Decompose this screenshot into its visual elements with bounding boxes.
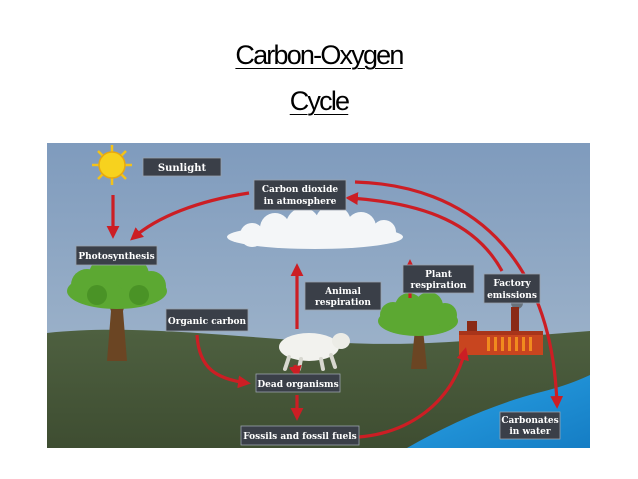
svg-text:Photosynthesis: Photosynthesis [78,252,154,262]
factory-icon [459,288,543,355]
tree-right-icon [378,292,458,369]
svg-text:Carbon dioxide: Carbon dioxide [262,185,339,195]
arrow-organic-to-dead [195,334,251,389]
svg-text:Carbonates: Carbonates [501,416,558,426]
label-plant-respiration: Plant respiration [402,264,475,294]
label-dead-organisms: Dead organisms [255,373,341,393]
arrow-factory-to-co2 [345,192,504,272]
arrow-co2-to-photosynthesis [130,191,250,241]
label-animal-respiration: Animal respiration [304,281,382,311]
label-factory-emissions: Factory emissions [483,273,541,304]
label-organic-carbon: Organic carbon [165,308,249,332]
svg-text:respiration: respiration [315,298,371,308]
page-title: Carbon-Oxygen [235,40,404,70]
sun-icon [92,145,132,185]
arrow-co2-to-carbonates [354,180,564,409]
svg-text:in atmosphere: in atmosphere [264,197,337,207]
svg-text:respiration: respiration [411,281,467,291]
page-subtitle: Cycle [289,86,350,116]
svg-text:in water: in water [509,427,551,437]
cloud-icon [227,205,403,249]
label-fossils: Fossils and fossil fuels [240,425,360,446]
svg-text:Plant: Plant [425,270,453,280]
label-photosynthesis: Photosynthesis [75,245,158,266]
arrow-fossils-to-factory [358,347,469,439]
svg-text:Organic carbon: Organic carbon [168,317,247,327]
svg-text:emissions: emissions [487,291,537,301]
label-sunlight: Sunlight [142,157,222,177]
svg-text:Animal: Animal [324,287,361,297]
svg-text:Dead organisms: Dead organisms [257,380,338,390]
tree-left-icon [67,257,167,361]
svg-text:Factory: Factory [493,279,531,289]
arrow-animal-to-dead [288,364,302,379]
label-carbonates: Carbonates in water [499,411,561,440]
label-carbon-dioxide: Carbon dioxide in atmosphere [253,179,347,211]
svg-text:Sunlight: Sunlight [158,163,207,174]
svg-text:Fossils and fossil fuels: Fossils and fossil fuels [243,432,356,442]
sheep-icon [279,333,350,371]
carbon-oxygen-cycle-diagram: Sunlight Carbon dioxide in atmosphere Ph… [47,143,590,448]
